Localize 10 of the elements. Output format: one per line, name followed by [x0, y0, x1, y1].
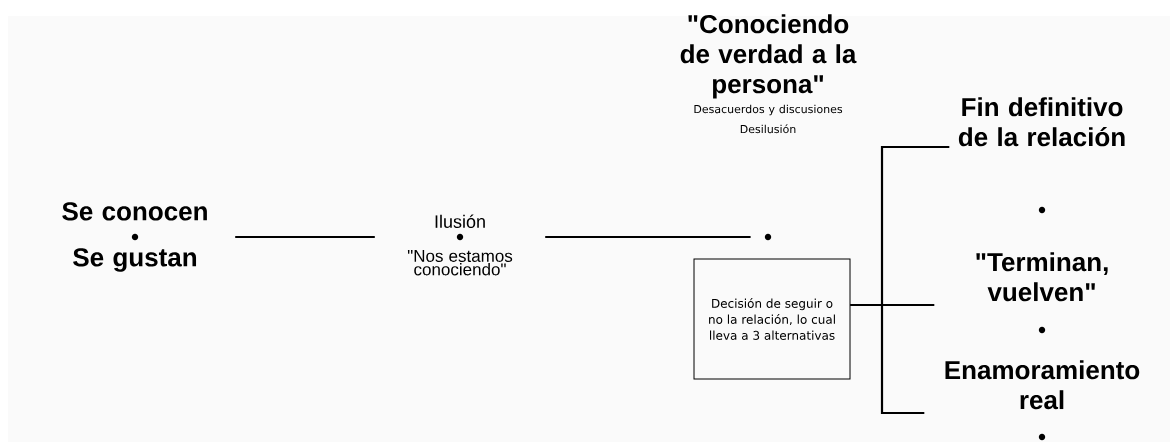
connector-line — [850, 303, 925, 415]
stage-text: "Conociendo de verdad a la persona" Desacuerdos y discusiones Desilusión — [680, 14, 857, 134]
outcome-text: Fin definitivo de la relación — [958, 97, 1125, 147]
stage-text: Se conocen Se gustan — [62, 202, 207, 272]
decision-box: Decisión de seguir o no la relación, lo cual lleva a 3 alternativas — [693, 258, 851, 380]
connector-line — [545, 235, 751, 239]
outcome-text: "Terminan, vuelven" — [976, 252, 1108, 302]
outcome-text: Enamoramiento real — [945, 360, 1140, 410]
connector-line — [235, 235, 375, 239]
stage-text: Ilusión "Nos estamos conociendo" — [407, 214, 513, 276]
